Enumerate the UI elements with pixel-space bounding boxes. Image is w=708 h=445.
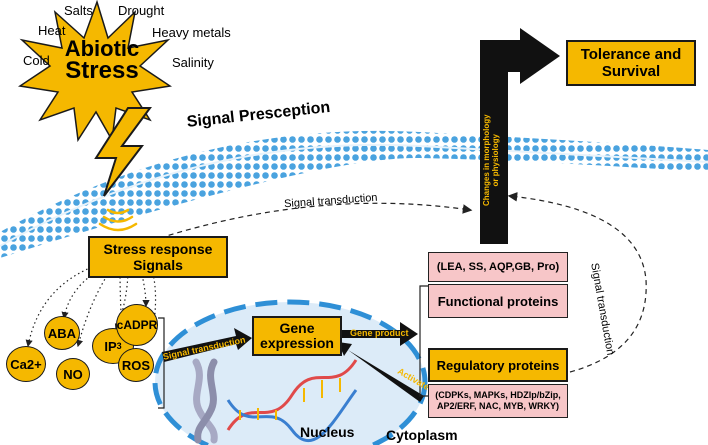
- dna-helix-icon: [226, 359, 358, 443]
- transduction-arrow-right: [507, 192, 647, 373]
- signal-waves-icon: [98, 208, 138, 232]
- protein-bracket: [419, 285, 428, 397]
- stressor-salts: Salts: [64, 3, 93, 18]
- molecule-bracket: [158, 317, 165, 409]
- stress-burst-icon: [17, 0, 173, 143]
- tolerance-arrow: [480, 28, 560, 244]
- gene-expression-box: Gene expression: [252, 316, 342, 356]
- cytoplasm-label: Cytoplasm: [386, 427, 458, 443]
- molecule-ca: Ca2+: [6, 346, 46, 382]
- stressor-cold: Cold: [23, 53, 50, 68]
- stress-response-box: Stress response Signals: [88, 236, 228, 278]
- regulatory-proteins-box: Regulatory proteins: [428, 348, 568, 382]
- chromosome-icon: [192, 358, 218, 444]
- signal-transduction-nucleus-arrow: [162, 328, 252, 362]
- lightning-bolt-icon: [94, 107, 152, 197]
- functional-proteins-box: Functional proteins: [428, 284, 568, 318]
- tolerance-box: Tolerance and Survival: [566, 40, 696, 86]
- molecule-no: NO: [56, 358, 90, 390]
- cell-membrane: [0, 130, 708, 258]
- nucleus-label: Nucleus: [300, 424, 355, 440]
- stressor-drought: Drought: [118, 3, 165, 18]
- molecule-aba: ABA: [44, 316, 80, 350]
- stressor-heat: Heat: [38, 23, 66, 38]
- gene-product-arrow: [340, 322, 418, 346]
- abiotic-title: Abiotic Stress: [64, 36, 140, 84]
- activate-arrow: [338, 342, 424, 402]
- stressor-heavy-metals: Heavy metals: [152, 25, 231, 40]
- lea-box: (LEA, SS, AQP,GB, Pro): [428, 252, 568, 282]
- molecule-ros: ROS: [118, 348, 154, 382]
- changes-label: Changes in morphology or physiology: [482, 114, 500, 206]
- stressor-salinity: Salinity: [172, 55, 214, 70]
- gene-product-label: Gene product: [350, 328, 409, 338]
- tf-list-box: (CDPKs, MAPKs, HDZlp/bZip, AP2/ERF, NAC,…: [428, 384, 568, 418]
- transduction-arrow-top: [159, 202, 473, 239]
- molecule-cadpr: cADPR: [116, 304, 158, 346]
